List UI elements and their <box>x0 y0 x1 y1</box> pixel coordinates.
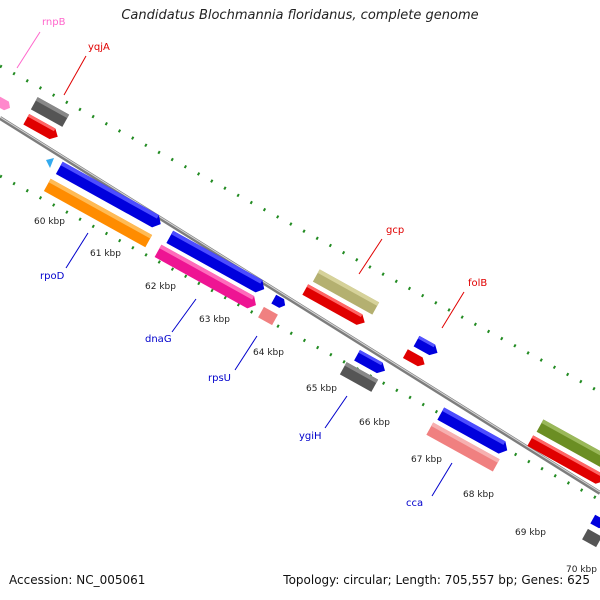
callout-line-rnpB <box>16 31 41 69</box>
ruler-label: 64 kbp <box>253 348 284 358</box>
gene-label-ygiH[interactable]: ygiH <box>299 431 322 442</box>
gene-callouts: rnpB yqjA rpoD dnaG rpsU gcp folB ygiH cca <box>16 17 487 509</box>
ruler-label: 60 kbp <box>34 217 65 227</box>
feature-ygiH[interactable] <box>339 362 379 392</box>
ruler-label: 62 kbp <box>145 282 176 292</box>
feature-yqjA[interactable] <box>23 114 60 142</box>
start-marker <box>46 158 54 168</box>
feature-blue-1[interactable] <box>55 161 164 230</box>
outer-tick-track <box>0 64 600 394</box>
inner-tick-track <box>0 174 600 502</box>
callout-line-ygiH <box>324 395 348 429</box>
feature-rpsU[interactable] <box>258 306 278 326</box>
feature-gcp-neighbour[interactable] <box>312 269 380 315</box>
gene-label-dnaG[interactable]: dnaG <box>145 334 172 345</box>
gene-label-folB[interactable]: folB <box>468 278 487 289</box>
callout-line-folB <box>441 291 465 329</box>
ruler-label: 70 kbp <box>566 565 597 575</box>
accession-text: Accession: NC_005061 <box>9 573 146 587</box>
map-title: Candidatus Blochmannia floridanus, compl… <box>121 8 479 23</box>
ruler-label: 61 kbp <box>90 249 121 259</box>
ruler-label: 69 kbp <box>515 528 546 538</box>
feature-blue-small[interactable] <box>271 294 287 310</box>
feature-folB[interactable] <box>402 349 427 368</box>
feature-red-right[interactable] <box>527 435 600 486</box>
feature-green[interactable] <box>536 419 600 471</box>
callout-line-dnaG <box>171 298 197 333</box>
feature-cca[interactable] <box>426 422 500 472</box>
feature-ygiH-a[interactable] <box>354 349 388 376</box>
gene-label-yqjA[interactable]: yqjA <box>88 42 110 53</box>
feature-grey-1[interactable] <box>30 97 70 127</box>
gene-label-rpsU[interactable]: rpsU <box>208 373 231 384</box>
ruler-label: 68 kbp <box>463 490 494 500</box>
genome-backbone <box>0 116 600 495</box>
feature-dnaG[interactable] <box>154 244 260 312</box>
feature-grey-edge[interactable] <box>582 528 600 548</box>
feature-blue-edge[interactable] <box>590 514 600 531</box>
ruler-label: 65 kbp <box>306 384 337 394</box>
gene-label-cca[interactable]: cca <box>406 498 423 509</box>
callout-line-yqjA <box>63 55 87 96</box>
feature-cca-a[interactable] <box>437 407 510 456</box>
feature-rpoD[interactable] <box>43 178 153 248</box>
callout-line-rpsU <box>234 335 258 371</box>
ruler-labels: 60 kbp 61 kbp 62 kbp 63 kbp 64 kbp 65 kbp 66 k… <box>34 217 597 575</box>
ruler-label: 63 kbp <box>199 315 230 325</box>
gene-label-rpoD[interactable]: rpoD <box>40 271 65 282</box>
genome-summary-text: Topology: circular; Length: 705,557 bp; … <box>283 573 590 587</box>
feature-gcp[interactable] <box>302 284 367 327</box>
feature-rnpB[interactable] <box>0 96 12 113</box>
ruler-label: 66 kbp <box>359 418 390 428</box>
feature-blue-2[interactable] <box>166 230 267 296</box>
feature-folB-a[interactable] <box>413 335 441 358</box>
gene-label-rnpB[interactable]: rnpB <box>42 17 66 28</box>
callout-line-cca <box>431 462 453 497</box>
callout-line-rpoD <box>65 232 89 269</box>
ruler-label: 67 kbp <box>411 455 442 465</box>
gene-label-gcp[interactable]: gcp <box>386 225 404 236</box>
callout-line-gcp <box>358 238 383 275</box>
